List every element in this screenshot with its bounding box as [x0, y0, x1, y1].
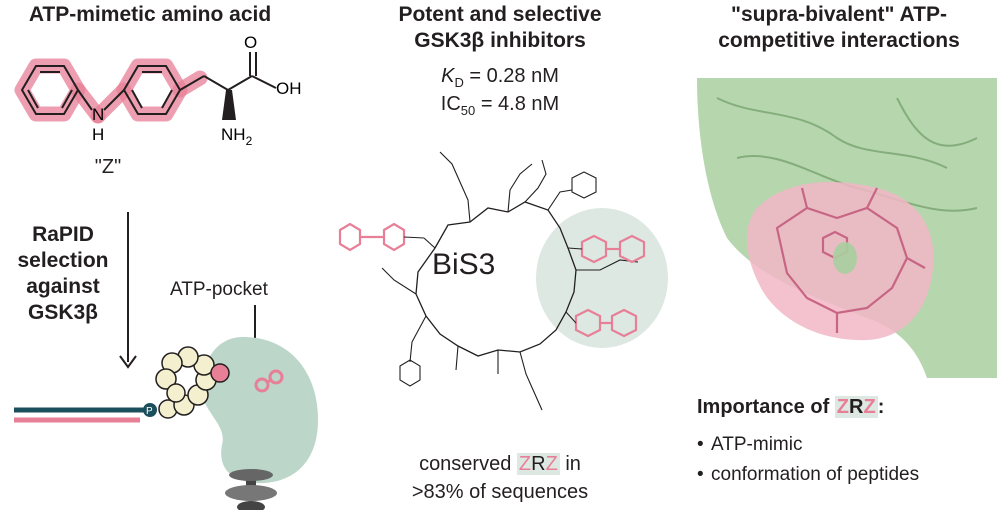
- p-label: P: [146, 406, 153, 417]
- heading-atp-mimetic: ATP-mimetic amino acid: [28, 3, 272, 26]
- z-label: "Z": [94, 156, 122, 178]
- kd-value: KD = 0.28 nM: [441, 65, 559, 90]
- arrow-down-icon: [119, 355, 137, 369]
- heading-potent-selective: Potent and selective GSK3β inhibitors: [398, 3, 602, 52]
- rapid-selection-text: RaPID selection against GSK3β: [17, 223, 109, 324]
- ic50-value: IC50 = 4.8 nM: [440, 93, 560, 118]
- zrz-highlight-circle: [536, 208, 668, 348]
- selection-arrow: [127, 212, 129, 362]
- importance-heading: Importance of ZRZ:: [697, 396, 885, 418]
- atp-pocket-label: ATP-pocket: [170, 279, 268, 300]
- kinase-shape: [202, 337, 318, 484]
- heading-supra-bivalent: "supra-bivalent" ATP- competitive intera…: [718, 3, 960, 52]
- amine-label: NH2: [221, 125, 253, 148]
- bis3-peptide-structure: [338, 151, 668, 411]
- conserved-percent-text: >83% of sequences: [411, 481, 589, 503]
- oxygen-label: O: [244, 33, 257, 52]
- bullet-item: •ATP-mimic: [697, 434, 803, 455]
- hydrogen-label: H: [92, 125, 104, 144]
- hydroxyl-label: OH: [276, 79, 302, 98]
- rapid-cartoon: P: [14, 337, 318, 510]
- nitrogen-label: N: [92, 105, 104, 124]
- z-amino-acid-structure: O OH NH2 N H: [14, 33, 302, 148]
- importance-list: •ATP-mimic •conformation of peptides: [697, 430, 919, 490]
- bis3-label: BiS3: [432, 248, 496, 281]
- bullet-item: •conformation of peptides: [697, 464, 920, 485]
- protein-structure-render: [697, 78, 997, 378]
- conserved-zrz-text: conserved ZRZ in: [419, 453, 581, 475]
